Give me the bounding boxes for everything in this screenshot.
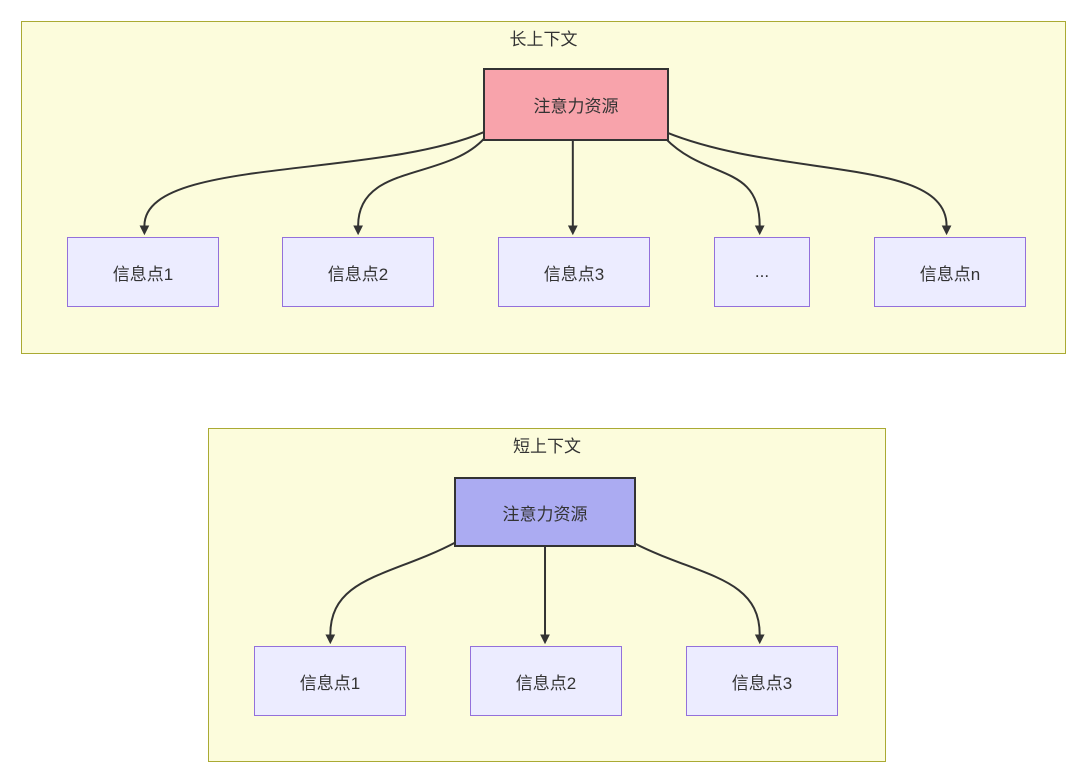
info-node-long-2: 信息点2: [282, 237, 434, 307]
short-context-cluster: 短上下文 注意力资源 信息点1 信息点2 信息点3: [208, 428, 886, 762]
info-node-long-3: 信息点3: [498, 237, 650, 307]
info-node-long-1: 信息点1: [67, 237, 219, 307]
arrow-to-info-2: [353, 137, 486, 236]
info-node-short-2: 信息点2: [470, 646, 622, 716]
attention-resource-node-short: 注意力资源: [454, 477, 636, 547]
arrow-to-info-n: [665, 131, 952, 236]
long-context-title: 长上下文: [509, 30, 578, 49]
info-node-short-3: 信息点3: [686, 646, 838, 716]
arrow-to-info-dots: [664, 137, 765, 236]
long-context-cluster: 长上下文 注意力资源 信息点1 信息点2 信息点3 ... 信息点n: [21, 21, 1066, 354]
attention-resource-node-long: 注意力资源: [483, 68, 669, 141]
info-node-long-dots: ...: [714, 237, 810, 307]
info-node-short-1: 信息点1: [254, 646, 406, 716]
info-node-long-n: 信息点n: [874, 237, 1026, 307]
arrow-to-short-info-1: [325, 541, 457, 645]
short-context-title: 短上下文: [513, 437, 581, 456]
arrow-to-info-1: [139, 131, 484, 236]
arrow-to-short-info-3: [632, 541, 765, 645]
